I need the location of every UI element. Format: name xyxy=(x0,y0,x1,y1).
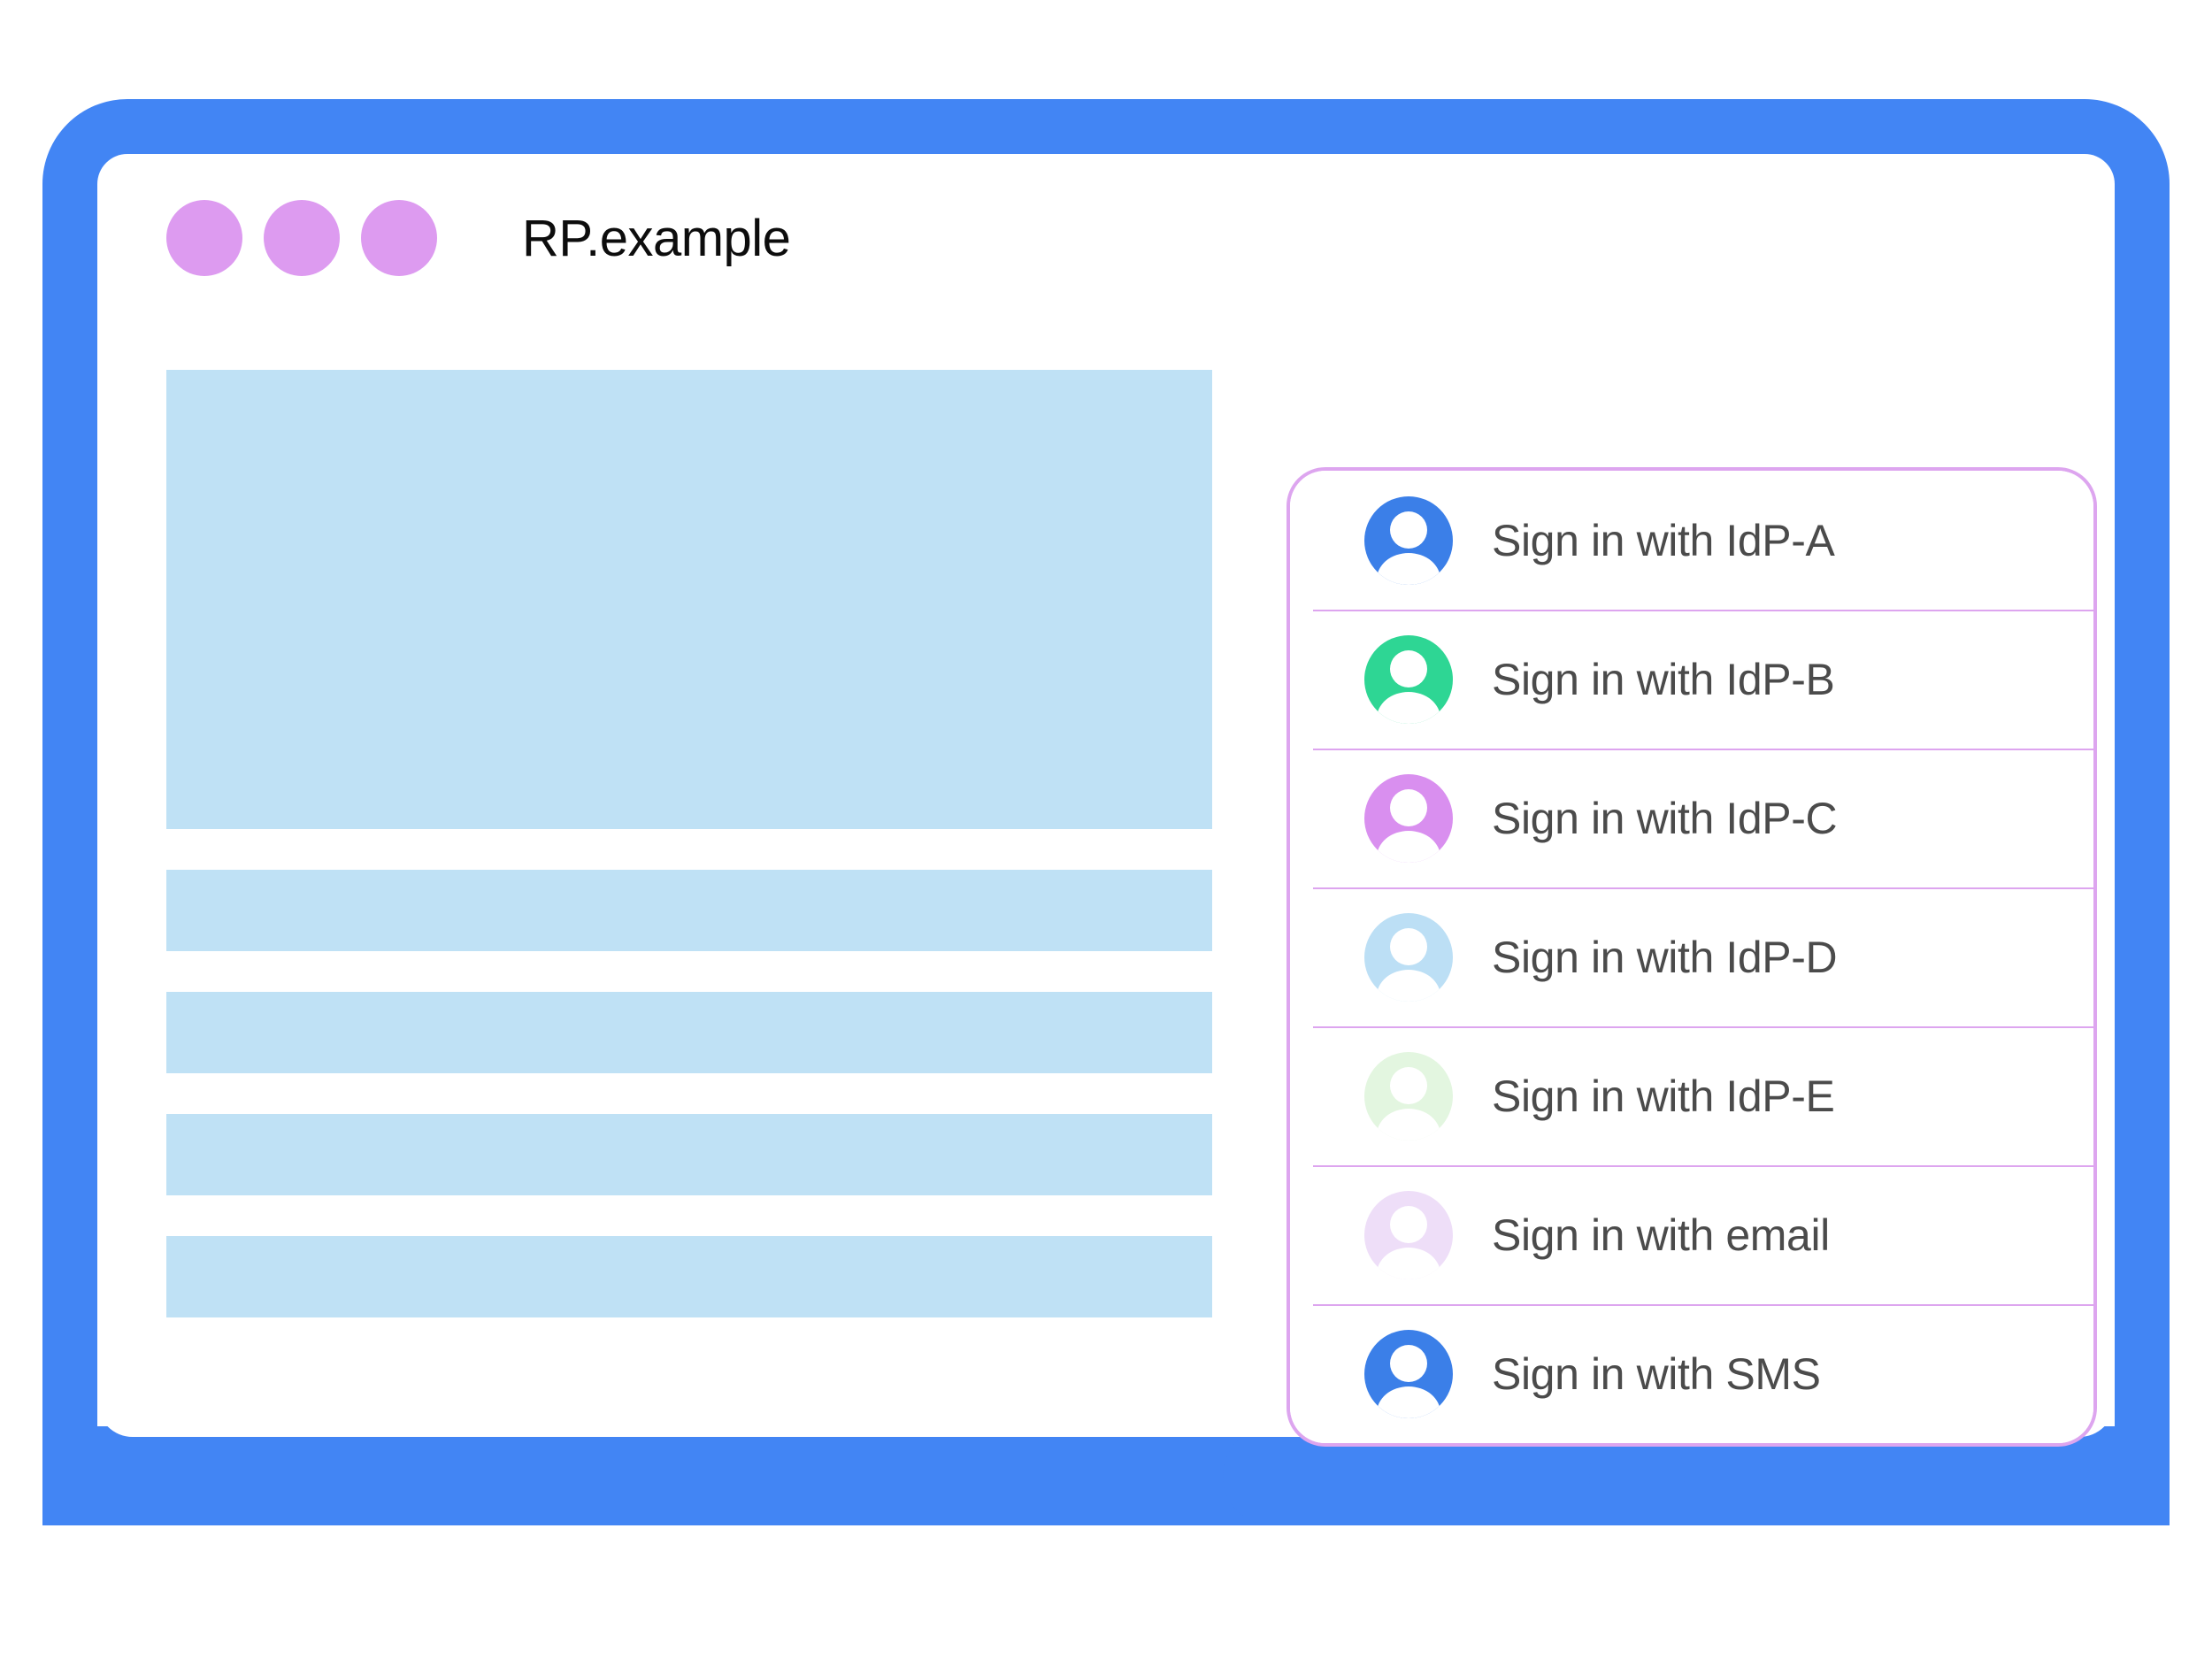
content-placeholder-bar-1 xyxy=(166,870,1212,951)
tablet-device-frame: RP.example Sign in with IdP-A Sign in wi… xyxy=(42,99,2170,1578)
person-avatar-icon xyxy=(1364,1329,1453,1418)
signin-option-label: Sign in with IdP-C xyxy=(1492,793,1838,843)
page-content-column xyxy=(166,370,1212,1317)
signin-option-label: Sign in with SMS xyxy=(1492,1348,1821,1399)
signin-option-idp-b[interactable]: Sign in with IdP-B xyxy=(1290,610,2093,749)
signin-option-idp-d[interactable]: Sign in with IdP-D xyxy=(1290,887,2093,1026)
person-avatar-icon xyxy=(1364,773,1453,863)
window-dot-3[interactable] xyxy=(361,200,437,276)
signin-option-label: Sign in with email xyxy=(1492,1210,1830,1260)
signin-option-label: Sign in with IdP-B xyxy=(1492,654,1835,704)
page-title: RP.example xyxy=(522,209,791,267)
signin-option-label: Sign in with IdP-E xyxy=(1492,1071,1835,1121)
content-placeholder-hero xyxy=(166,370,1212,829)
browser-title-bar: RP.example xyxy=(97,154,2115,322)
signin-option-label: Sign in with IdP-A xyxy=(1492,515,1835,565)
content-placeholder-bar-4 xyxy=(166,1236,1212,1317)
signin-option-label: Sign in with IdP-D xyxy=(1492,932,1838,982)
signin-option-idp-a[interactable]: Sign in with IdP-A xyxy=(1290,471,2093,610)
content-placeholder-bar-3 xyxy=(166,1114,1212,1195)
signin-option-idp-c[interactable]: Sign in with IdP-C xyxy=(1290,749,2093,887)
device-screen: RP.example Sign in with IdP-A Sign in wi… xyxy=(97,154,2115,1447)
window-dot-2[interactable] xyxy=(264,200,340,276)
signin-option-sms[interactable]: Sign in with SMS xyxy=(1290,1304,2093,1443)
signin-option-email[interactable]: Sign in with email xyxy=(1290,1165,2093,1304)
account-chooser-panel: Sign in with IdP-A Sign in with IdP-B Si… xyxy=(1286,467,2097,1447)
device-bezel-top xyxy=(42,99,2170,1455)
person-avatar-icon xyxy=(1364,1051,1453,1141)
person-avatar-icon xyxy=(1364,912,1453,1002)
person-avatar-icon xyxy=(1364,1190,1453,1279)
person-avatar-icon xyxy=(1364,634,1453,724)
content-placeholder-bar-2 xyxy=(166,992,1212,1073)
person-avatar-icon xyxy=(1364,495,1453,585)
window-dot-1[interactable] xyxy=(166,200,242,276)
signin-option-idp-e[interactable]: Sign in with IdP-E xyxy=(1290,1026,2093,1165)
